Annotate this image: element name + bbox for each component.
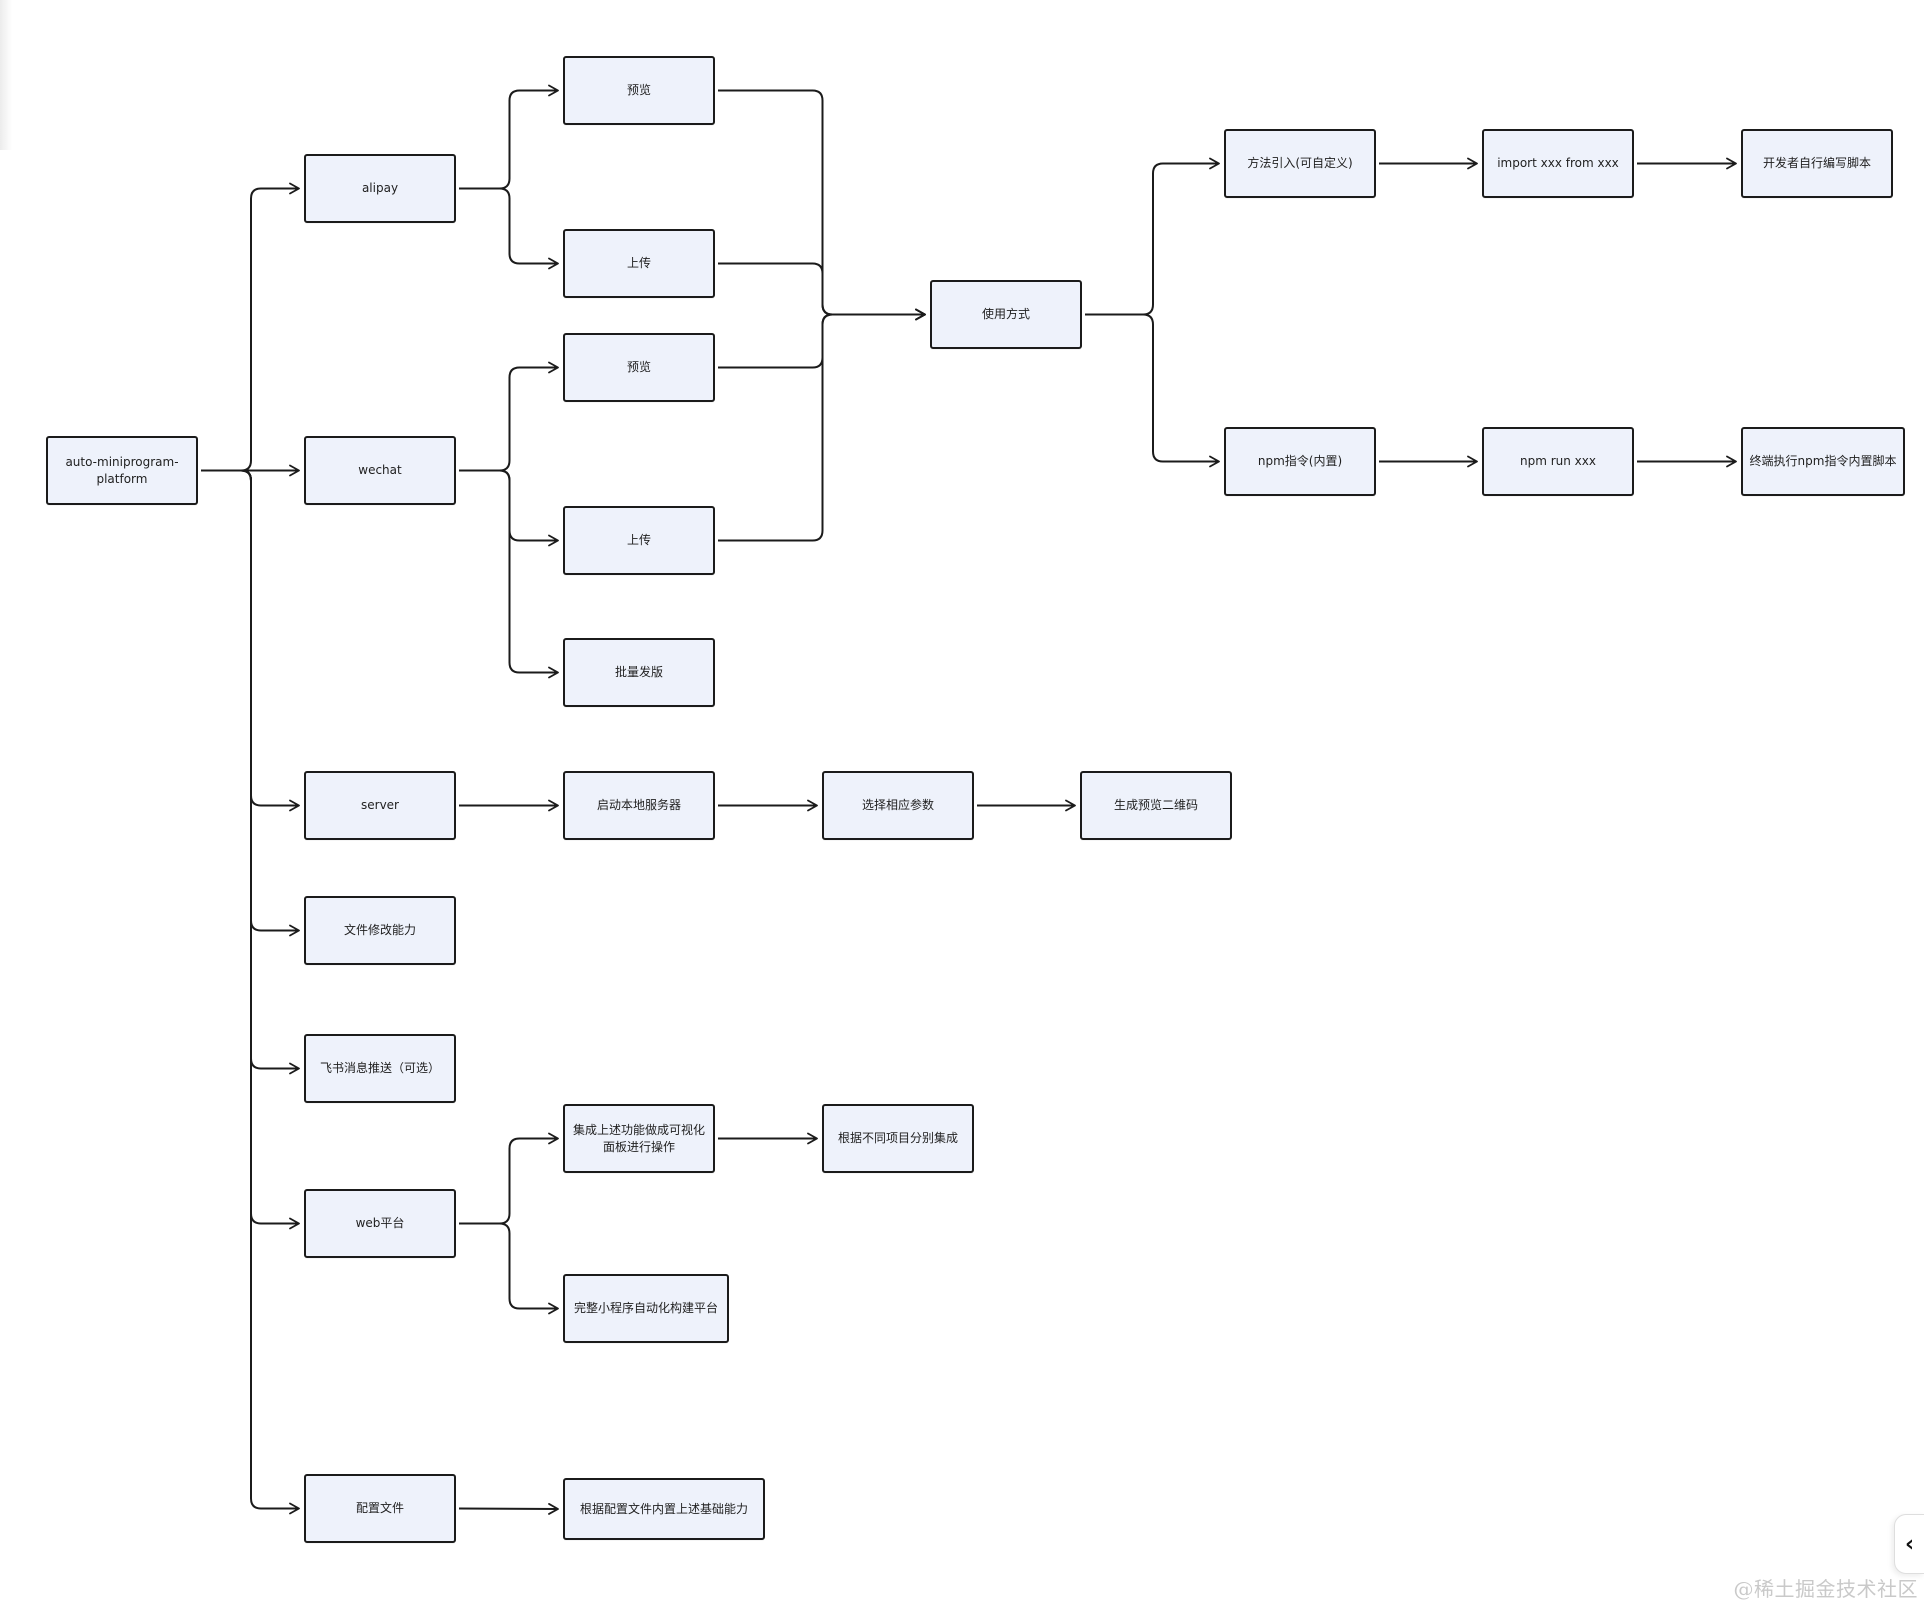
node-npm-run[interactable]: npm run xxx [1482, 427, 1634, 496]
node-dev-script[interactable]: 开发者自行编写脚本 [1741, 129, 1893, 198]
connector-root-to-web [201, 469, 300, 1230]
node-wechat-preview[interactable]: 预览 [563, 333, 715, 402]
connector-root-to-alipay [201, 182, 300, 472]
connector-config-to-config_builtin [458, 1503, 559, 1515]
node-start-server[interactable]: 启动本地服务器 [563, 771, 715, 840]
node-config-file[interactable]: 配置文件 [304, 1474, 456, 1543]
node-per-project[interactable]: 根据不同项目分别集成 [822, 1104, 974, 1173]
connector-root-to-config [201, 469, 300, 1515]
node-web-platform[interactable]: web平台 [304, 1189, 456, 1258]
connector-root-to-file_modify [201, 469, 300, 937]
node-visual-panel[interactable]: 集成上述功能做成可视化 面板进行操作 [563, 1104, 715, 1173]
node-usage[interactable]: 使用方式 [930, 280, 1082, 349]
connector-usage-to-method_import [1085, 157, 1220, 316]
node-file-modify[interactable]: 文件修改能力 [304, 896, 456, 965]
node-feishu-push[interactable]: 飞书消息推送（可选） [304, 1034, 456, 1103]
node-full-platform[interactable]: 完整小程序自动化构建平台 [563, 1274, 729, 1343]
connector-alipay-to-alipay_preview [459, 84, 559, 190]
node-select-params[interactable]: 选择相应参数 [822, 771, 974, 840]
node-wechat-batch[interactable]: 批量发版 [563, 638, 715, 707]
collapse-panel-button[interactable]: ‹ [1894, 1514, 1924, 1574]
connector-wechat-to-wechat_batch [459, 469, 559, 679]
connector-usage-to-npm_cmd [1085, 313, 1220, 468]
connector-web-to-visual_panel [459, 1132, 559, 1225]
chevron-left-icon: ‹ [1904, 1531, 1915, 1557]
node-wechat-upload[interactable]: 上传 [563, 506, 715, 575]
connector-root-to-feishu [201, 469, 300, 1075]
connector-wechat-to-wechat_preview [459, 361, 559, 472]
node-npm-command[interactable]: npm指令(内置) [1224, 427, 1376, 496]
node-generate-qrcode[interactable]: 生成预览二维码 [1080, 771, 1232, 840]
connector-alipay_preview-to-usage [718, 89, 926, 321]
connector-web-to-full_platform [459, 1222, 559, 1315]
node-alipay-preview[interactable]: 预览 [563, 56, 715, 125]
node-config-builtin[interactable]: 根据配置文件内置上述基础能力 [563, 1478, 765, 1540]
node-wechat[interactable]: wechat [304, 436, 456, 505]
node-root[interactable]: auto-miniprogram- platform [46, 436, 198, 505]
connector-wechat-to-wechat_upload [459, 469, 559, 547]
connector-alipay-to-alipay_upload [459, 187, 559, 270]
node-server[interactable]: server [304, 771, 456, 840]
node-terminal-exec[interactable]: 终端执行npm指令内置脚本 [1741, 427, 1905, 496]
connector-wechat_preview-to-usage [718, 308, 926, 369]
connector-alipay_upload-to-usage [718, 262, 926, 321]
node-alipay[interactable]: alipay [304, 154, 456, 223]
watermark: @稀土掘金技术社区 [1733, 1577, 1918, 1601]
connector-root-to-server [201, 469, 300, 812]
connector-wechat_upload-to-usage [718, 308, 926, 542]
node-method-import[interactable]: 方法引入(可自定义) [1224, 129, 1376, 198]
node-import-statement[interactable]: import xxx from xxx [1482, 129, 1634, 198]
node-alipay-upload[interactable]: 上传 [563, 229, 715, 298]
canvas-edge-shadow [0, 0, 12, 150]
